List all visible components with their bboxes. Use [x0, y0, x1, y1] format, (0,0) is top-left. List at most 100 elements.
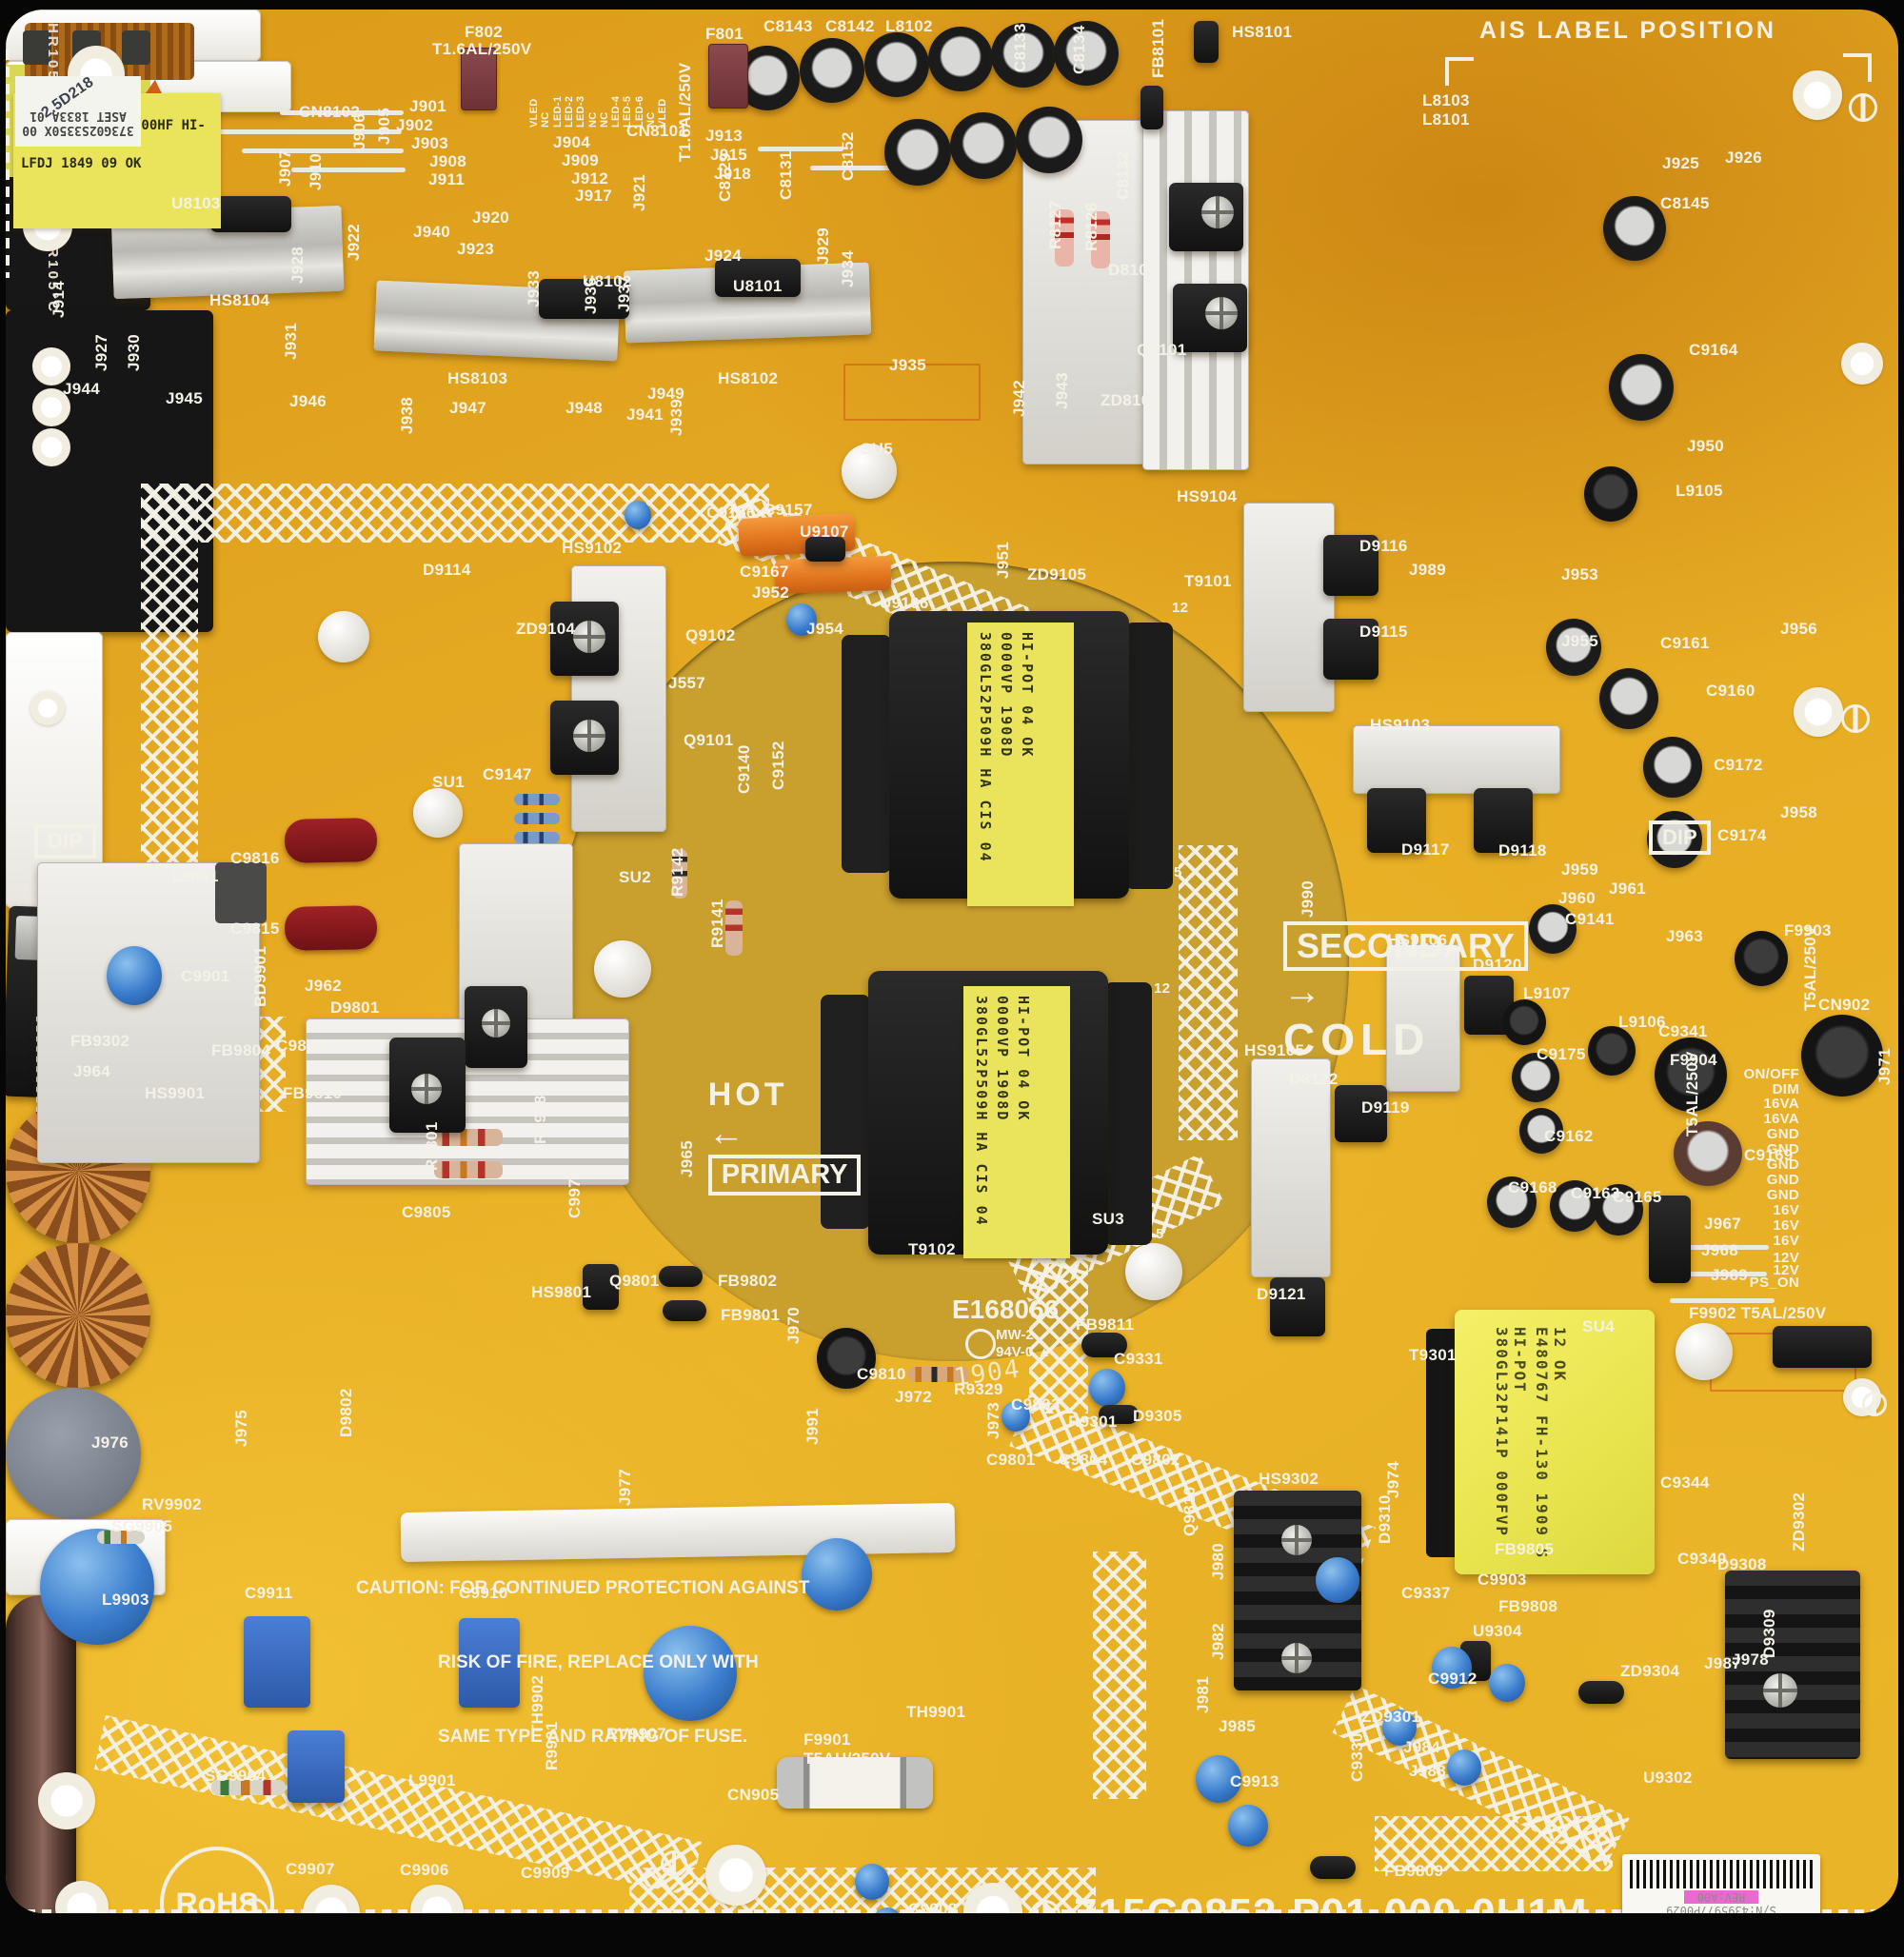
silkscreen-rv9907: RV9907 — [606, 1725, 666, 1743]
silkscreen-t1-6al-250v: T1.6AL/250V — [432, 40, 532, 58]
standoff-su3 — [1125, 1243, 1182, 1300]
screw-mark-icon — [1862, 1392, 1887, 1416]
cn8101-pin-label: VLED — [528, 98, 540, 128]
silkscreen-c9337: C9337 — [1401, 1584, 1451, 1602]
silkscreen-5: 5 — [1174, 864, 1182, 880]
silkscreen-j918: J918 — [714, 165, 752, 183]
inductor-l9107 — [1502, 999, 1546, 1045]
hot-primary-text: HOT ← PRIMARY — [672, 1039, 862, 1233]
transformer-pins — [1125, 623, 1173, 889]
silkscreen-j967: J967 — [1704, 1215, 1742, 1233]
silkscreen-j959: J959 — [1561, 860, 1599, 879]
screw-icon — [573, 621, 605, 653]
silkscreen-j987: J987 — [1704, 1654, 1742, 1672]
sticker-line: HI-POT 04 OK — [1015, 996, 1032, 1122]
ic — [215, 862, 267, 923]
silkscreen-l9903: L9903 — [102, 1591, 149, 1609]
silkscreen-c9141: C9141 — [1565, 910, 1615, 928]
silkscreen-r9329: R9329 — [954, 1380, 1003, 1398]
caution-line: SAME TYPE AND RATING OF FUSE. — [438, 1727, 748, 1747]
screw-mark-icon — [661, 1850, 687, 1877]
cn8101-pin-label: NC — [586, 111, 599, 128]
inductor-l9105 — [1584, 466, 1637, 522]
silkscreen-u9107: U9107 — [800, 523, 849, 541]
silkscreen-d9114: D9114 — [423, 561, 471, 579]
ic-u8102 — [539, 279, 629, 319]
silkscreen-12: 12 — [1154, 980, 1171, 997]
silkscreen-c9168: C9168 — [1508, 1178, 1557, 1196]
cn8101-pin-label: LED-4 — [610, 95, 623, 128]
silkscreen-j950: J950 — [1687, 437, 1725, 455]
sticker-line: ASET 1833A 01 — [30, 109, 127, 123]
ferrite-fb9811 — [1081, 1333, 1127, 1357]
silkscreen-j940: J940 — [413, 223, 451, 241]
silkscreen-r8127: R8127 — [1046, 200, 1064, 249]
silkscreen-u9302: U9302 — [1643, 1769, 1693, 1787]
fuse-f9902 — [1773, 1326, 1872, 1368]
transformer-t9102: 380GL52P509H HA CIS 04 0000VP 1908D HI-P… — [821, 971, 1152, 1258]
silkscreen-q8101: Q8101 — [1137, 341, 1187, 359]
silkscreen-d9120: D9120 — [1473, 956, 1522, 974]
silkscreen-zd9301: ZD9301 — [1361, 1708, 1421, 1726]
silkscreen-c9162: C9162 — [1544, 1127, 1594, 1145]
silkscreen-cn905: CN905 — [727, 1786, 780, 1804]
ul-file-number: E168066 — [952, 1295, 1060, 1324]
cn902-pin-label: GND — [1766, 1172, 1799, 1188]
silkscreen-j938: J938 — [398, 396, 416, 434]
silkscreen-c9906: C9906 — [400, 1861, 449, 1879]
standoff-su4 — [1676, 1323, 1733, 1380]
silkscreen-j902: J902 — [396, 116, 434, 134]
silkscreen-th9901: TH9901 — [906, 1703, 966, 1721]
cn902-pin-label: 16VA — [1763, 1111, 1799, 1127]
silkscreen-j991: J991 — [803, 1407, 822, 1445]
silkscreen-c9804: C9804 — [1059, 1451, 1108, 1469]
sticker-line: E480767 FH-130 1909 S 12 OK — [1533, 1327, 1569, 1560]
mounting-hole — [1793, 70, 1842, 120]
capacitor — [1735, 931, 1788, 986]
silkscreen-su4: SU4 — [1582, 1317, 1615, 1335]
diode-d9305 — [1099, 1405, 1139, 1424]
silkscreen-d9119: D9119 — [1361, 1098, 1410, 1117]
silkscreen-j941: J941 — [626, 405, 664, 424]
jumper-wire — [291, 168, 406, 172]
screw-icon — [1281, 1643, 1312, 1673]
mounting-hole — [38, 1772, 95, 1829]
cn902-pin-label: GND — [1766, 1187, 1799, 1203]
silkscreen-hs9103: HS9103 — [1370, 716, 1431, 734]
silkscreen-fb8101: FB8101 — [1149, 18, 1167, 78]
silkscreen-d9308: D9308 — [1717, 1555, 1767, 1573]
silkscreen-j978: J978 — [1732, 1651, 1770, 1669]
silkscreen-j903: J903 — [411, 134, 449, 152]
silkscreen-j962: J962 — [305, 977, 343, 995]
capacitor-c8132 — [1016, 107, 1082, 173]
silkscreen-j911: J911 — [428, 170, 466, 188]
silkscreen-fb9810: FB9810 — [283, 1084, 343, 1102]
silkscreen-zd9104: ZD9104 — [516, 620, 576, 638]
silkscreen-c9157: C9157 — [764, 501, 813, 519]
resistor-r9142 — [672, 849, 687, 899]
cn902-pin-label: PS_ON — [1749, 1275, 1799, 1291]
silkscreen-cn8102: CN8102 — [299, 103, 361, 121]
cn902-pin-label: 12V — [1773, 1250, 1799, 1266]
standoff-su5 — [842, 444, 897, 499]
silkscreen-u9106: U9106 — [880, 594, 929, 612]
silkscreen-j906: J906 — [350, 112, 368, 150]
inductor-l9106 — [1588, 1026, 1636, 1076]
capacitor-c9810 — [817, 1328, 876, 1389]
sticker-line: 373G02S3350X 00 — [22, 123, 134, 137]
screw-icon — [1205, 297, 1238, 329]
capacitor-c9341 — [1655, 1038, 1727, 1112]
resistor-r8127 — [1055, 209, 1074, 267]
ul-mark-line2: 94V-0 ▲ — [996, 1344, 1052, 1360]
silkscreen-fb9804: FB9804 — [211, 1041, 271, 1059]
jumper-wire — [758, 147, 843, 151]
silkscreen-f9902-t5al-250v: F9902 T5AL/250V — [1689, 1304, 1827, 1322]
jumper-wire — [810, 166, 901, 170]
silkscreen-c9909: C9909 — [521, 1864, 570, 1882]
silkscreen-j990: J990 — [1299, 880, 1317, 918]
silkscreen-fb9302: FB9302 — [70, 1032, 130, 1050]
silkscreen-c9810: C9810 — [857, 1365, 906, 1383]
transistor-d9115 — [1323, 619, 1378, 680]
silkscreen-j943: J943 — [1053, 371, 1071, 409]
